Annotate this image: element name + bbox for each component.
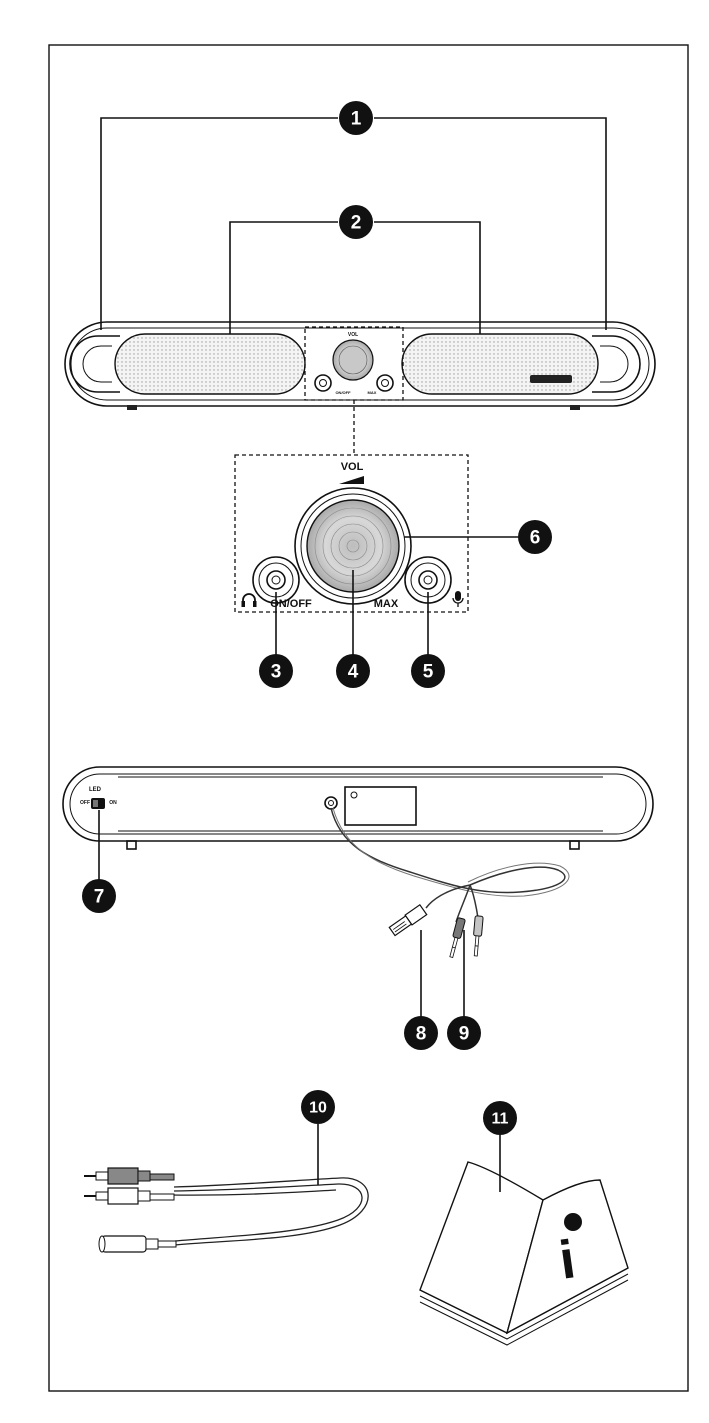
mini-vol-label: VOL	[348, 332, 358, 338]
led-label: LED	[89, 787, 102, 793]
mini-onoff-label: ON/OFF	[335, 390, 351, 395]
callout-6: 6	[518, 520, 552, 554]
svg-text:6: 6	[530, 528, 541, 549]
led-on-label: ON	[109, 800, 117, 806]
audio-plug-pink	[472, 916, 483, 957]
leader-1-left	[101, 118, 338, 330]
rca-cable	[84, 1168, 368, 1252]
svg-text:1: 1	[351, 109, 362, 130]
callout-5: 5	[411, 654, 445, 688]
microphone-icon	[453, 591, 463, 607]
svg-text:8: 8	[416, 1024, 427, 1045]
volume-wedge-icon	[339, 476, 364, 484]
headphone-icon	[242, 594, 257, 607]
callout-3: 3	[259, 654, 293, 688]
instruction-manual: i	[420, 1162, 628, 1345]
svg-text:7: 7	[94, 887, 105, 908]
callout-9: 9	[447, 1016, 481, 1050]
svg-text:4: 4	[348, 662, 359, 683]
callout-8: 8	[404, 1016, 438, 1050]
led-off-label: OFF	[80, 800, 90, 806]
soundbar-rear: LED OFF ON	[63, 767, 653, 849]
svg-text:11: 11	[492, 1111, 509, 1128]
vol-label: VOL	[341, 461, 364, 473]
max-label: MAX	[374, 598, 399, 610]
callout-11: 11	[483, 1101, 517, 1135]
mini-max-label: MAX	[368, 390, 377, 395]
callout-4: 4	[336, 654, 370, 688]
callout-7: 7	[82, 879, 116, 913]
soundbar-front: VOL ON/OFF MAX	[65, 322, 655, 410]
svg-text:2: 2	[351, 213, 362, 234]
svg-text:9: 9	[459, 1024, 470, 1045]
control-panel-zoom: VOL ON/OFF MAX	[235, 455, 468, 612]
svg-text:5: 5	[423, 662, 434, 683]
callout-10: 10	[301, 1090, 335, 1124]
leader-1-right	[374, 118, 606, 330]
svg-text:10: 10	[309, 1100, 327, 1117]
svg-text:3: 3	[271, 662, 282, 683]
callout-1: 1	[339, 101, 373, 135]
audio-plug-green	[447, 917, 465, 958]
callout-2: 2	[339, 205, 373, 239]
